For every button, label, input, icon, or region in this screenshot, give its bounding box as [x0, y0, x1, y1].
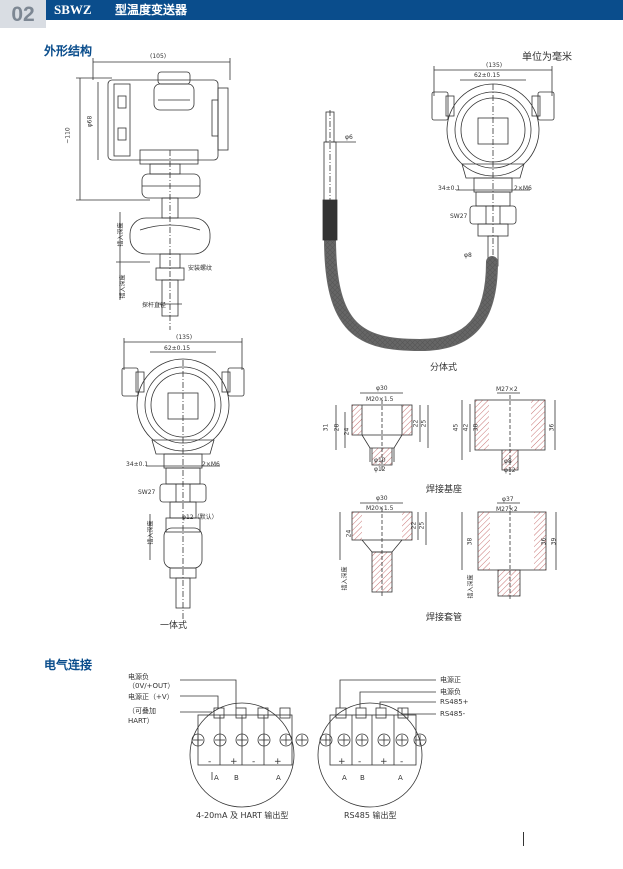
integral-insert-depth: 插入深度 — [147, 520, 155, 545]
weld-sleeve-caption: 焊接套管 — [426, 613, 463, 623]
wr-letter-1: B — [360, 774, 365, 782]
ws-left-h1: 24 — [345, 529, 353, 538]
unit-note: 单位为毫米 — [522, 52, 572, 63]
side-view-drawing — [76, 58, 231, 330]
wb-right-d-out: φ12 — [504, 467, 516, 474]
split-width-dim: (135) — [486, 62, 503, 69]
wr-label-0: 电源正 — [440, 676, 461, 684]
ws-left-h2: 22 — [410, 521, 418, 530]
ws-right-thread: M27×2 — [496, 506, 518, 513]
weld-base-caption: 焊接基座 — [426, 485, 463, 495]
split-flange-dim: 62±0.15 — [474, 72, 501, 79]
wl-letter-1: B — [234, 774, 239, 782]
model-code: SBWZ — [54, 2, 92, 17]
ws-left-thread: M20×1.5 — [366, 505, 394, 512]
wb-right-thread: M27×2 — [496, 386, 518, 393]
split-bolt-dim: 2×M6 — [514, 185, 532, 192]
split-caption: 分体式 — [430, 363, 458, 373]
ws-left-h3: 25 — [418, 521, 426, 530]
ws-right-label: 插入深度 — [467, 574, 475, 599]
wl-label-0: 电源负 — [128, 673, 149, 681]
wl-letter-0: A — [214, 774, 219, 782]
wr-letter-0: A — [342, 774, 347, 782]
wb-left-d-in: φ10 — [374, 457, 386, 464]
split-cable-dim: φ8 — [464, 252, 472, 259]
side-probe-dia: 探杆直径 — [142, 302, 167, 309]
split-probe-dim: φ6 — [345, 134, 353, 141]
integral-wrench-dim: SW27 — [138, 489, 156, 496]
ws-right-h1: 38 — [466, 537, 474, 546]
side-width-dim: (105) — [150, 53, 167, 60]
wr-letter-3: A — [398, 774, 403, 782]
wb-right-h3: 36 — [548, 423, 556, 432]
wiring-left-drawing — [180, 679, 309, 808]
side-dia-dim: φ68 — [86, 115, 94, 128]
wr-caption: RS485 输出型 — [344, 811, 397, 820]
split-view-drawing — [322, 66, 555, 352]
integral-probe-dim: φ12（默认） — [182, 514, 218, 521]
weld-sleeve-left-drawing — [339, 502, 427, 596]
wr-term-2: + — [380, 757, 388, 767]
wb-left-h1: 28 — [333, 423, 341, 432]
wl-term-3: + — [274, 757, 282, 767]
wb-left-h4: 25 — [420, 419, 428, 428]
wr-term-0: + — [338, 757, 346, 767]
wl-label-3: （可叠加 — [128, 707, 156, 715]
integral-flange-dim: 62±0.15 — [164, 345, 191, 352]
wb-right-d-in: φ8 — [504, 458, 512, 465]
page-header: 02 SBWZ 型温度变送器 — [0, 0, 623, 28]
integral-width-dim: (135) — [176, 334, 193, 341]
wb-left-h3: 22 — [412, 419, 420, 428]
wb-right-h1: 42 — [462, 423, 470, 432]
wr-label-2: RS485+ — [440, 698, 469, 706]
page-footer-rule — [523, 832, 524, 846]
side-insert-depth: 插入深度 — [117, 222, 125, 247]
page-number: 02 — [0, 0, 46, 28]
wr-label-1: 电源负 — [440, 688, 461, 696]
wb-right-h-total: 45 — [452, 423, 460, 432]
weld-base-left-drawing — [335, 392, 429, 470]
section-title-outline: 外形结构 — [44, 44, 93, 58]
split-wrench-dim: SW27 — [450, 213, 468, 220]
wl-term-2: - — [252, 757, 256, 767]
section-title-electrical: 电气连接 — [44, 658, 93, 672]
wb-right-h2: 38 — [472, 423, 480, 432]
wl-letter-3: A — [276, 774, 281, 782]
wb-left-h-total: 31 — [322, 423, 330, 432]
wl-label-1: （0V/+OUT） — [128, 682, 175, 690]
ws-left-label: 插入深度 — [341, 566, 349, 591]
wl-term-1: + — [230, 757, 238, 767]
integral-hex-dim: 34±0.1 — [126, 461, 149, 468]
side-fix-thread: 安装螺纹 — [188, 265, 213, 272]
wr-label-3: RS485- — [440, 710, 466, 718]
title-bar: SBWZ 型温度变送器 — [46, 0, 623, 20]
wr-term-3: - — [400, 757, 404, 767]
wl-label-2: 电源正（+V） — [128, 693, 174, 701]
split-hex-dim: 34±0.1 — [438, 185, 461, 192]
weld-sleeve-right-drawing — [461, 502, 557, 600]
wl-term-0: - — [208, 757, 212, 767]
wl-label-4: HART） — [128, 717, 154, 725]
wb-left-h2: 24 — [343, 427, 351, 436]
wiring-right-drawing — [317, 679, 436, 808]
integral-view-drawing — [121, 338, 245, 620]
wb-left-d-out: φ12 — [374, 466, 386, 473]
weld-base-right-drawing — [461, 392, 556, 475]
ws-right-h2: 36 — [540, 537, 548, 546]
ws-right-dia-top: φ37 — [502, 496, 514, 503]
side-height-dim: ~110 — [64, 127, 72, 144]
ws-left-dia-top: φ30 — [376, 495, 388, 502]
wl-caption: 4-20mA 及 HART 输出型 — [196, 811, 289, 820]
wb-left-dia-top: φ30 — [376, 385, 388, 392]
side-insert-depth-2: 插入深度 — [119, 274, 127, 299]
ws-right-h3: 39 — [550, 537, 558, 546]
wb-left-thread: M20×1.5 — [366, 396, 394, 403]
product-name: 型温度变送器 — [115, 3, 188, 17]
wr-term-1: - — [358, 757, 362, 767]
integral-bolt-dim: 2×M6 — [202, 461, 220, 468]
integral-caption: 一体式 — [160, 621, 188, 631]
